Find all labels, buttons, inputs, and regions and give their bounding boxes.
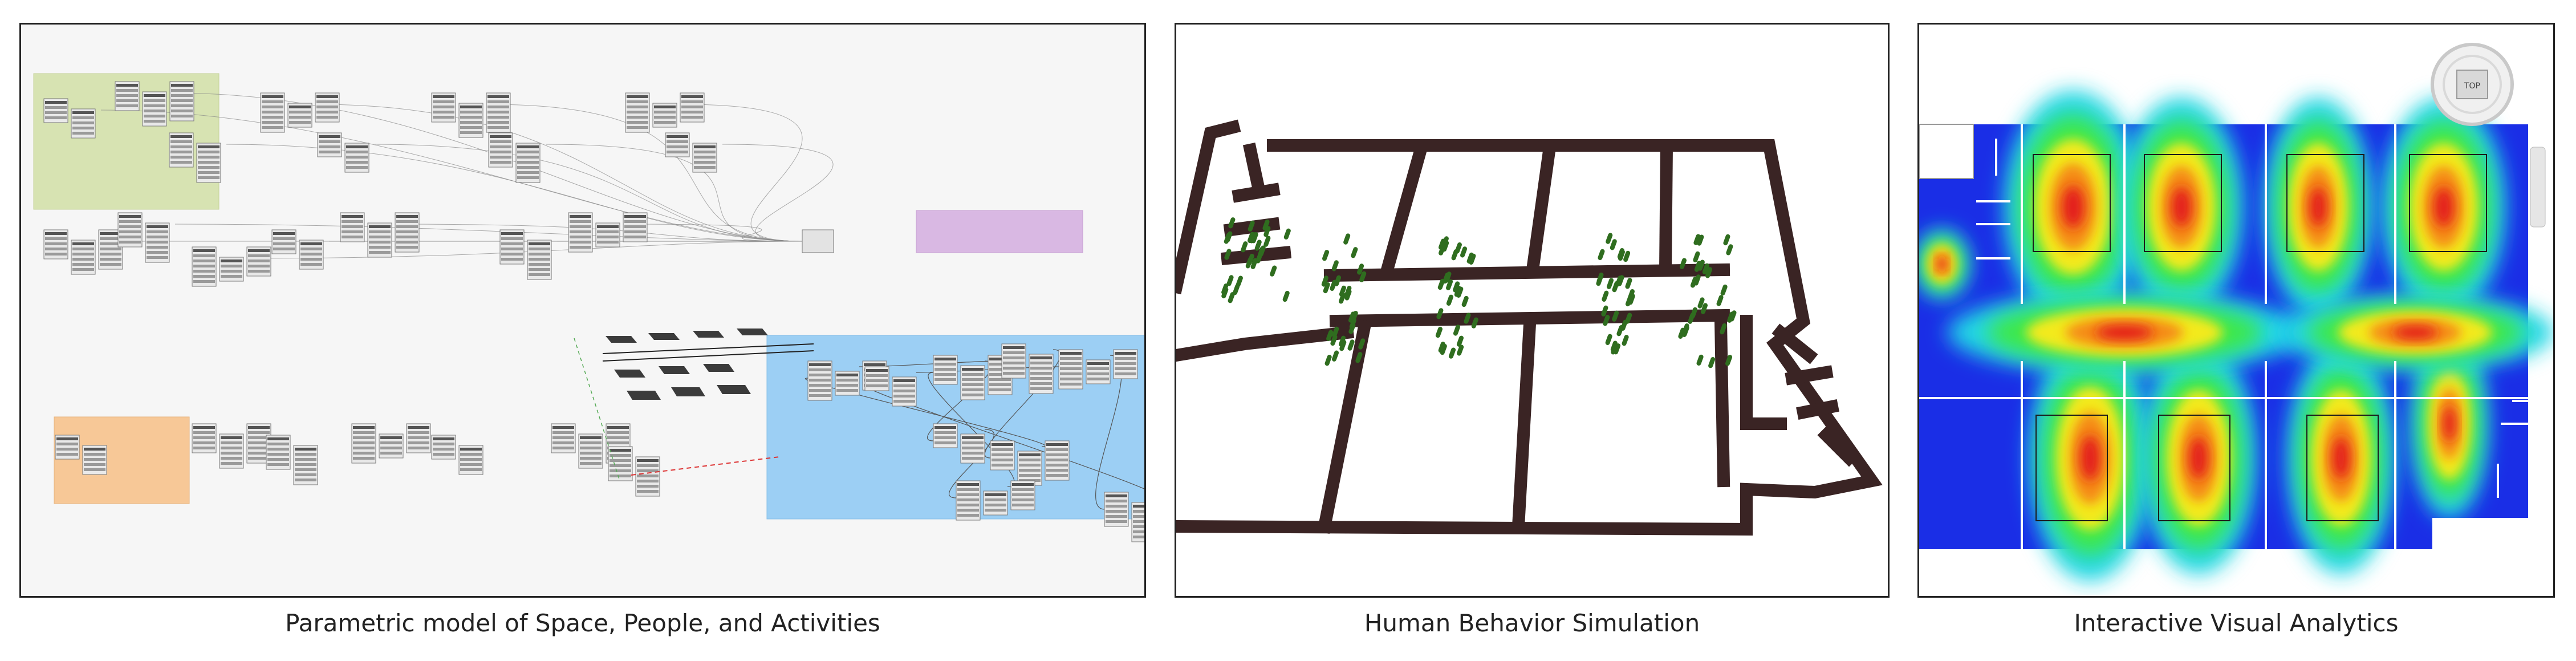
green-dashed-wire xyxy=(574,338,620,481)
caption-parametric-model: Parametric model of Space, People, and A… xyxy=(285,609,880,637)
node-cluster xyxy=(340,212,420,258)
node-cluster xyxy=(431,435,483,475)
nav-bar-icon[interactable] xyxy=(2530,147,2546,228)
node-cluster xyxy=(431,92,511,138)
node-cluster xyxy=(933,423,985,464)
building-walls xyxy=(1176,119,1883,536)
simulation-3d-view xyxy=(1176,119,1883,536)
node-cluster xyxy=(266,435,318,485)
caption-human-behavior-simulation: Human Behavior Simulation xyxy=(1364,609,1700,637)
node-cluster xyxy=(192,246,271,287)
simulated-agents xyxy=(1221,217,1737,368)
group-orange xyxy=(54,416,190,504)
node-graph-canvas xyxy=(33,73,1144,542)
panel-human-behavior-simulation xyxy=(1175,23,1890,598)
heat-blobs xyxy=(1919,91,2553,581)
node-cluster xyxy=(317,132,369,173)
floor-plates-preview xyxy=(606,329,768,400)
node-cluster xyxy=(990,440,1070,486)
node-cluster xyxy=(117,212,170,263)
node-cluster xyxy=(665,132,717,173)
node-cluster xyxy=(1058,349,1138,390)
heatmap-view: TOP xyxy=(1919,43,2553,581)
red-dashed-wire xyxy=(631,456,780,476)
node-cluster xyxy=(43,98,96,139)
caption-interactive-visual-analytics: Interactive Visual Analytics xyxy=(2074,609,2399,637)
viewcube[interactable]: TOP xyxy=(2431,43,2514,126)
viewcube-label: TOP xyxy=(2464,82,2480,91)
connector-dots xyxy=(602,343,814,362)
node-cluster xyxy=(956,480,1035,521)
node-cluster xyxy=(115,81,194,127)
panel-interactive-visual-analytics: TOP xyxy=(1917,23,2555,598)
node-cluster xyxy=(55,435,107,475)
node-cluster xyxy=(1001,343,1054,394)
node-cluster xyxy=(271,229,324,270)
node-cluster xyxy=(192,423,271,469)
floor-plan-lines xyxy=(1919,124,2528,549)
node-cluster xyxy=(260,92,340,133)
graph-nodes xyxy=(43,81,1144,542)
outside-region xyxy=(1919,124,1974,179)
node-cluster xyxy=(1104,492,1144,542)
node-cluster xyxy=(169,132,221,183)
group-purple xyxy=(916,210,1083,253)
node-cluster xyxy=(351,423,431,464)
room-outlines xyxy=(2033,154,2487,521)
white-gap xyxy=(2432,518,2528,549)
node-cluster xyxy=(608,446,660,497)
node-cluster xyxy=(568,212,648,253)
node-cluster xyxy=(499,229,552,280)
node-cluster xyxy=(488,132,541,183)
panel-parametric-model xyxy=(19,23,1146,598)
node-cluster xyxy=(864,366,917,407)
node-cluster xyxy=(43,229,123,275)
node-cluster xyxy=(625,92,705,133)
